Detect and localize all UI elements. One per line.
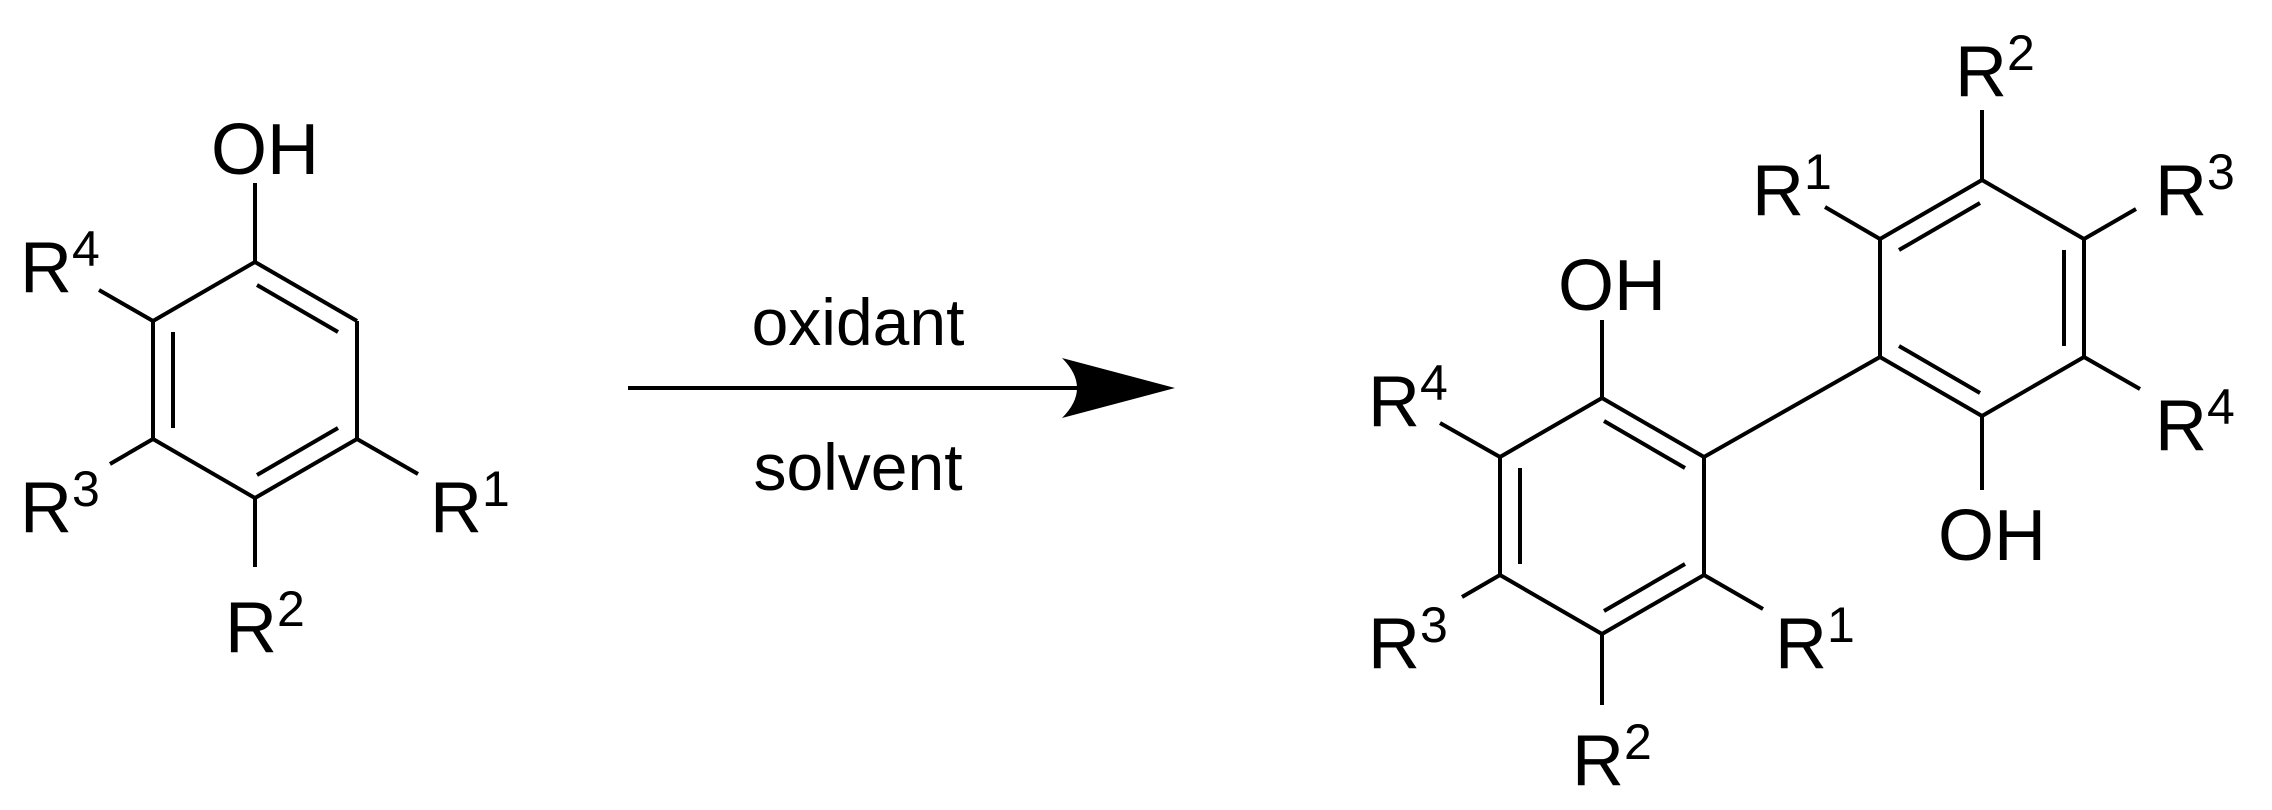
product-right-ring: R1 R2 R3 R4 OH [1752, 25, 2235, 576]
product-left-oh-label: OH [1558, 246, 1666, 326]
reaction-arrow: oxidant solvent [628, 285, 1175, 504]
reactant-r2-label: R2 [225, 581, 305, 668]
arrow-head [1062, 358, 1175, 418]
product-left-r1-label: R1 [1775, 597, 1855, 684]
product-left-r2-label: R2 [1572, 714, 1652, 801]
product-right-oh-label: OH [1938, 496, 2046, 576]
reactant-r1-label: R1 [430, 461, 510, 548]
reactant-r4-label: R4 [20, 221, 100, 308]
product-right-r4-label: R4 [2155, 379, 2235, 466]
product-left-r4-label: R4 [1368, 355, 1448, 442]
product-right-r2-label: R2 [1955, 25, 2035, 112]
product-biphenol: OH R4 R3 R2 R1 R1 R2 [1368, 25, 2235, 801]
biaryl-bond [1703, 355, 1881, 459]
product-left-r3-label: R3 [1368, 597, 1448, 684]
solvent-label: solvent [753, 430, 962, 504]
product-right-r3-label: R3 [2155, 144, 2235, 231]
product-right-r1-label: R1 [1752, 144, 1832, 231]
reactant-phenol: OH R4 R3 R2 R1 [20, 110, 510, 668]
reactant-oh-label: OH [211, 110, 319, 190]
reactant-r3-label: R3 [20, 461, 100, 548]
product-left-ring: OH R4 R3 R2 R1 [1368, 246, 1855, 801]
oxidant-label: oxidant [752, 285, 965, 359]
